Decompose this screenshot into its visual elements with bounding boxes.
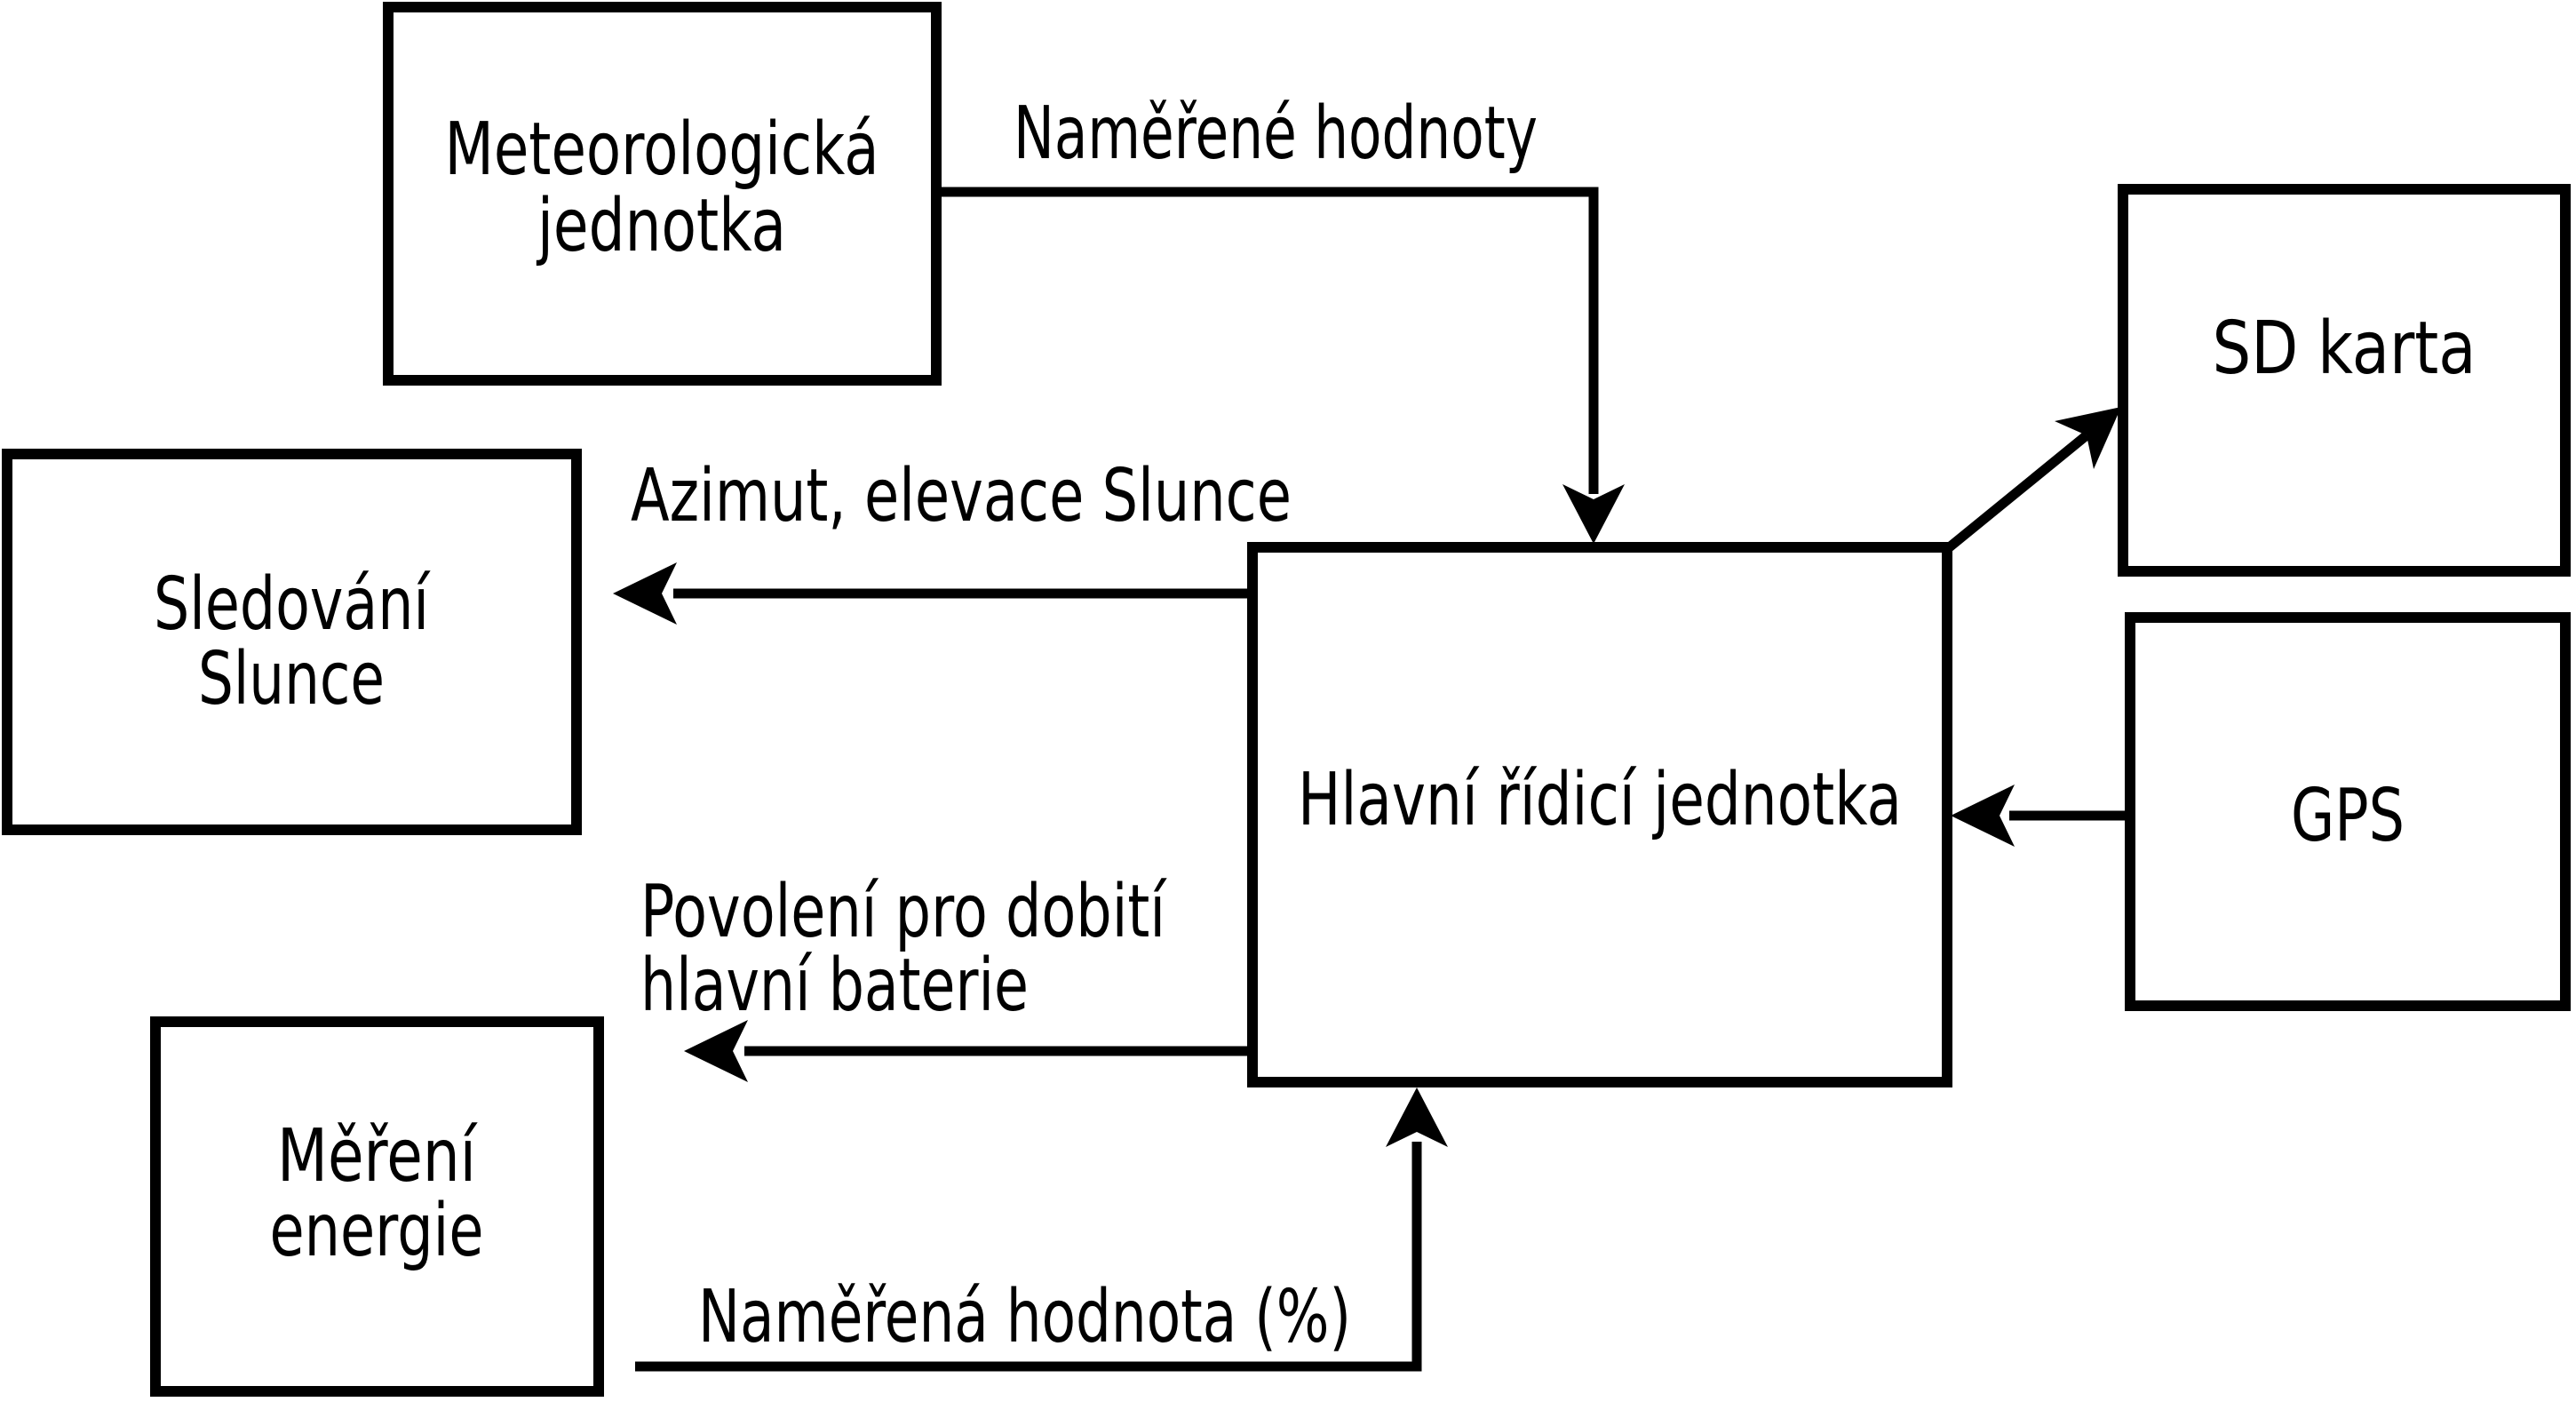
node-sledovani-box xyxy=(2,449,582,835)
edge-meteo-to-main-line xyxy=(936,187,1599,494)
node-mereni-label-line2: energie xyxy=(270,1189,484,1273)
edge-main-to-sd xyxy=(1944,407,2121,554)
node-meteo-label-line1: Meteorologická xyxy=(445,108,879,192)
edge-mereni-to-main xyxy=(635,1087,1448,1372)
edge-main-to-mereni xyxy=(684,1020,1252,1082)
edge-mereni-to-main-arrowhead-up-icon xyxy=(1386,1087,1448,1147)
edge-main-to-mereni-label-line2: hlavní baterie xyxy=(640,944,1029,1028)
edge-main-to-sledovani xyxy=(613,562,1252,625)
edge-meteo-to-main-arrowhead-down-icon xyxy=(1562,484,1625,544)
edge-main-to-mereni-arrowhead-left-icon xyxy=(684,1020,748,1082)
node-sledovani-label-line1: Sledování xyxy=(154,562,431,647)
edge-main-to-mereni-label-line1: Povolení pro dobití xyxy=(640,870,1167,954)
node-sd-label: SD karta xyxy=(2213,307,2477,391)
edge-main-to-sd-line xyxy=(1944,431,2090,554)
node-gps-box xyxy=(2125,612,2571,1011)
edge-mereni-to-main-line xyxy=(635,1142,1422,1372)
node-mereni-label-line1: Měření xyxy=(277,1114,478,1199)
edge-gps-to-main xyxy=(1951,785,2130,847)
edge-main-to-sledovani-arrowhead-left-icon xyxy=(613,562,677,625)
node-mereni-box xyxy=(150,1016,604,1397)
edge-meteo-to-main xyxy=(936,187,1625,544)
node-meteo-box xyxy=(383,2,942,386)
edge-meteo-to-main-label: Naměřené hodnoty xyxy=(1014,92,1538,176)
edge-gps-to-main-arrowhead-left-icon xyxy=(1951,785,2015,847)
node-main-box xyxy=(1247,542,1952,1087)
node-sd-box xyxy=(2118,184,2571,577)
node-main-label: Hlavní řídicí jednotka xyxy=(1298,758,1902,842)
edge-main-to-sd-arrowhead-upright-icon xyxy=(2055,407,2121,469)
edge-main-to-sledovani-label: Azimut, elevace Slunce xyxy=(631,454,1292,538)
node-gps-label: GPS xyxy=(2291,774,2405,858)
node-meteo-label-line2: jednotka xyxy=(536,184,786,268)
edge-mereni-to-main-label: Naměřená hodnota (%) xyxy=(698,1275,1351,1359)
node-sledovani-label-line2: Slunce xyxy=(198,637,385,721)
